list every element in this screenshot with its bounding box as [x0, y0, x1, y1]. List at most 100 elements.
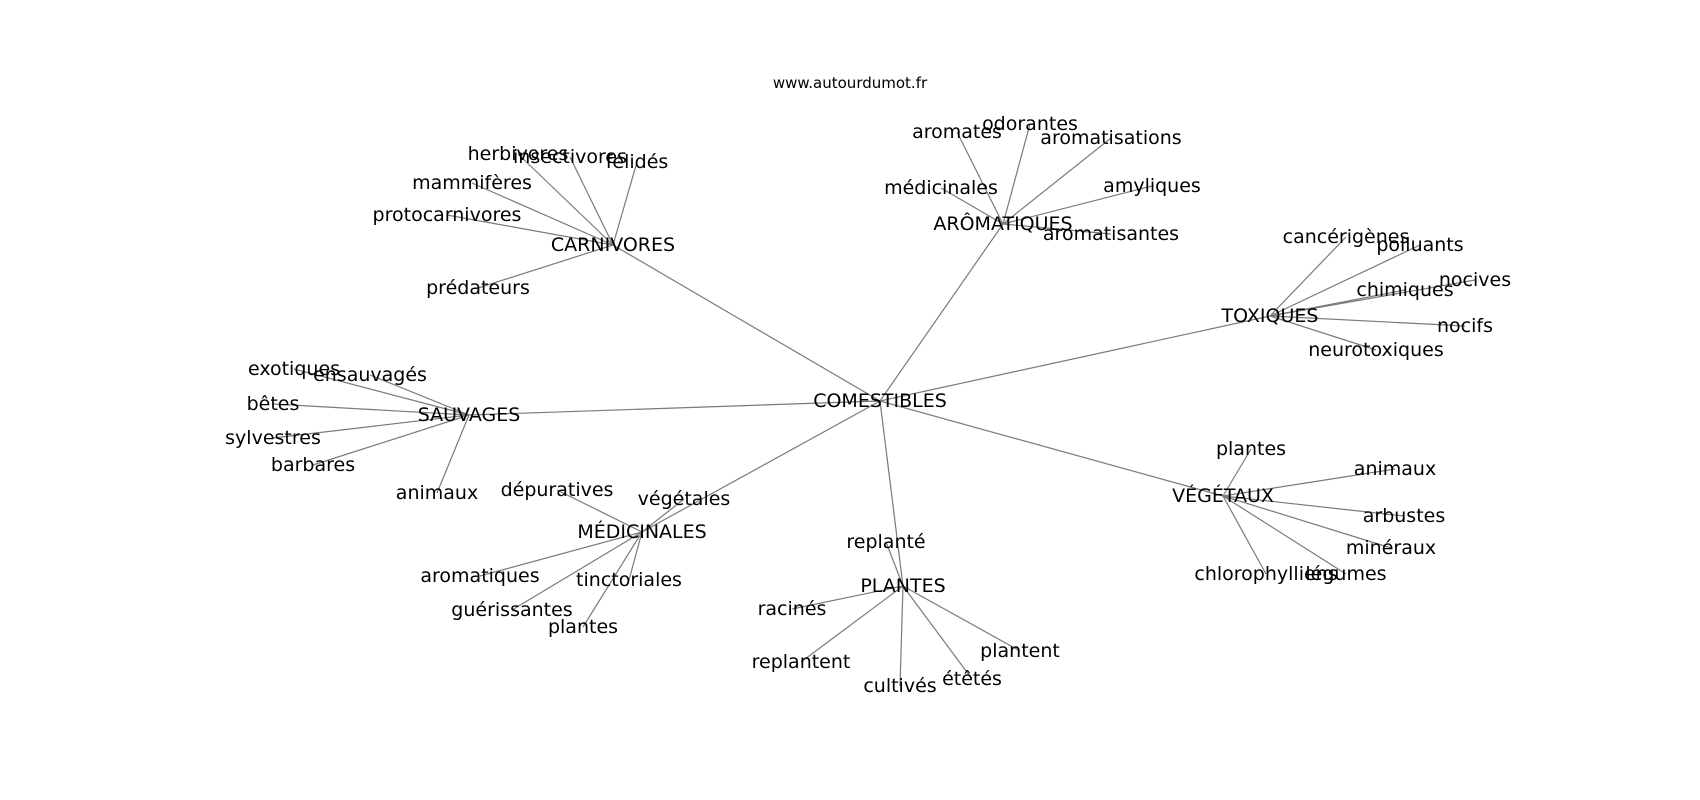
leaf-label: bêtes — [247, 393, 300, 415]
leaf-label: végétales — [638, 488, 731, 510]
hub-label-medicinales: MÉDICINALES — [577, 520, 706, 543]
edge-toxiques-leaf — [1269, 244, 1421, 317]
hub-label-vegetaux: VÉGÉTAUX — [1172, 484, 1274, 507]
leaf-label: herbivores — [468, 143, 569, 165]
leaf-label: replanté — [846, 531, 925, 553]
edge-aromatiques-leaf — [940, 187, 1004, 225]
edge-toxiques-leaf — [1269, 315, 1466, 327]
edge-aromatiques-leaf — [1002, 123, 1031, 225]
edge-carnivores-leaf — [517, 153, 614, 246]
source-label: www.autourdumot.fr — [773, 74, 928, 92]
leaf-label: odorantes — [982, 113, 1078, 135]
edge-carnivores-leaf — [471, 182, 614, 246]
edge-vegetaux-leaf — [1222, 495, 1392, 549]
edge-aromatiques-leaf — [1002, 185, 1153, 225]
leaf-label: cultivés — [863, 675, 936, 697]
edge-plantes-leaf — [791, 585, 904, 610]
leaf-label: aromatisations — [1040, 127, 1181, 149]
leaf-label: plantes — [1216, 438, 1286, 460]
edge-root-sauvages — [468, 400, 881, 416]
leaf-label: sylvestres — [225, 427, 321, 449]
leaf-label: insectivores — [513, 146, 627, 168]
edge-aromatiques-leaf — [1002, 137, 1112, 225]
leaf-label: animaux — [1354, 458, 1436, 480]
leaf-label: aromatisantes — [1043, 223, 1179, 245]
leaf-label: étêtés — [942, 668, 1002, 690]
leaf-label: médicinales — [884, 177, 998, 199]
hub-label-plantes: PLANTES — [860, 575, 945, 597]
edge-sauvages-leaf — [369, 374, 470, 416]
edge-root-plantes — [879, 400, 904, 587]
leaf-label: nocifs — [1437, 315, 1493, 337]
leaf-label: arbustes — [1363, 505, 1446, 527]
edge-sauvages-leaf — [272, 414, 470, 439]
edge-plantes-leaf — [902, 585, 1021, 652]
leaf-label: mammifères — [412, 172, 532, 194]
edge-toxiques-leaf — [1269, 236, 1347, 317]
leaf-label: aromates — [912, 121, 1002, 143]
edge-vegetaux-leaf — [1222, 495, 1267, 575]
leaf-label: félidés — [606, 151, 669, 173]
leaf-label: ensauvagés — [313, 364, 427, 386]
hub-label-toxiques: TOXIQUES — [1221, 305, 1319, 327]
leaf-label: animaux — [396, 482, 478, 504]
leaf-label: exotiques — [248, 358, 340, 380]
edge-medicinales-leaf — [628, 531, 643, 581]
hub-label-aromatiques: ARÔMATIQUES — [933, 211, 1072, 235]
edge-plantes-leaf — [885, 541, 904, 587]
edge-medicinales-leaf — [556, 489, 643, 533]
edge-carnivores-leaf — [446, 214, 614, 246]
edge-root-aromatiques — [879, 223, 1004, 402]
edge-plantes-leaf — [899, 585, 904, 687]
edge-root-medicinales — [641, 400, 881, 533]
hub-label-sauvages: SAUVAGES — [418, 404, 521, 426]
edge-root-toxiques — [879, 315, 1271, 402]
edges — [272, 123, 1476, 687]
edge-sauvages-leaf — [312, 414, 470, 466]
hub-label-carnivores: CARNIVORES — [551, 234, 675, 256]
edge-plantes-leaf — [800, 585, 904, 663]
leaf-label: dépuratives — [501, 479, 614, 501]
edge-vegetaux-leaf — [1222, 448, 1252, 497]
leaf-label: cancérigènes — [1283, 226, 1410, 248]
edge-sauvages-leaf — [272, 403, 470, 416]
edge-vegetaux-leaf — [1222, 495, 1405, 517]
edge-vegetaux-leaf — [1222, 495, 1347, 575]
edge-carnivores-leaf — [477, 244, 614, 289]
leaf-label: barbares — [271, 454, 355, 476]
leaf-label: chlorophylliens — [1194, 563, 1337, 585]
leaf-label: nocives — [1439, 269, 1511, 291]
leaf-label: polluants — [1376, 234, 1463, 256]
leaf-label: minéraux — [1346, 537, 1436, 559]
leaf-label: racinés — [758, 598, 827, 620]
root-node-label: COMESTIBLES — [813, 390, 947, 412]
edge-medicinales-leaf — [479, 531, 643, 577]
edge-root-carnivores — [612, 244, 881, 402]
edge-carnivores-leaf — [612, 161, 638, 246]
edge-medicinales-leaf — [511, 531, 643, 611]
leaf-label: légumes — [1305, 563, 1386, 585]
edge-aromatiques-leaf — [1002, 223, 1112, 235]
edge-toxiques-leaf — [1269, 315, 1377, 351]
leaf-label: plantent — [980, 640, 1060, 662]
edge-medicinales-leaf — [582, 531, 643, 628]
edge-sauvages-leaf — [436, 414, 470, 494]
labels: COMESTIBLES CARNIVORES herbivoresinsectivo… — [225, 113, 1511, 697]
leaf-label: protocarnivores — [373, 204, 522, 226]
edge-toxiques-leaf — [1269, 289, 1406, 317]
leaf-label: chimiques — [1356, 279, 1453, 301]
edge-plantes-leaf — [902, 585, 973, 680]
edge-root-vegetaux — [879, 400, 1224, 497]
edge-aromatiques-leaf — [956, 131, 1004, 225]
leaf-label: neurotoxiques — [1308, 339, 1444, 361]
edge-vegetaux-leaf — [1222, 468, 1396, 497]
edge-medicinales-leaf — [641, 498, 685, 533]
leaf-label: guérissantes — [451, 599, 572, 621]
leaf-label: plantes — [548, 616, 618, 638]
leaf-label: amyliques — [1103, 175, 1201, 197]
edge-carnivores-leaf — [569, 156, 614, 246]
leaf-label: replantent — [752, 651, 851, 673]
edge-sauvages-leaf — [293, 368, 470, 416]
leaf-label: tinctoriales — [576, 569, 682, 591]
